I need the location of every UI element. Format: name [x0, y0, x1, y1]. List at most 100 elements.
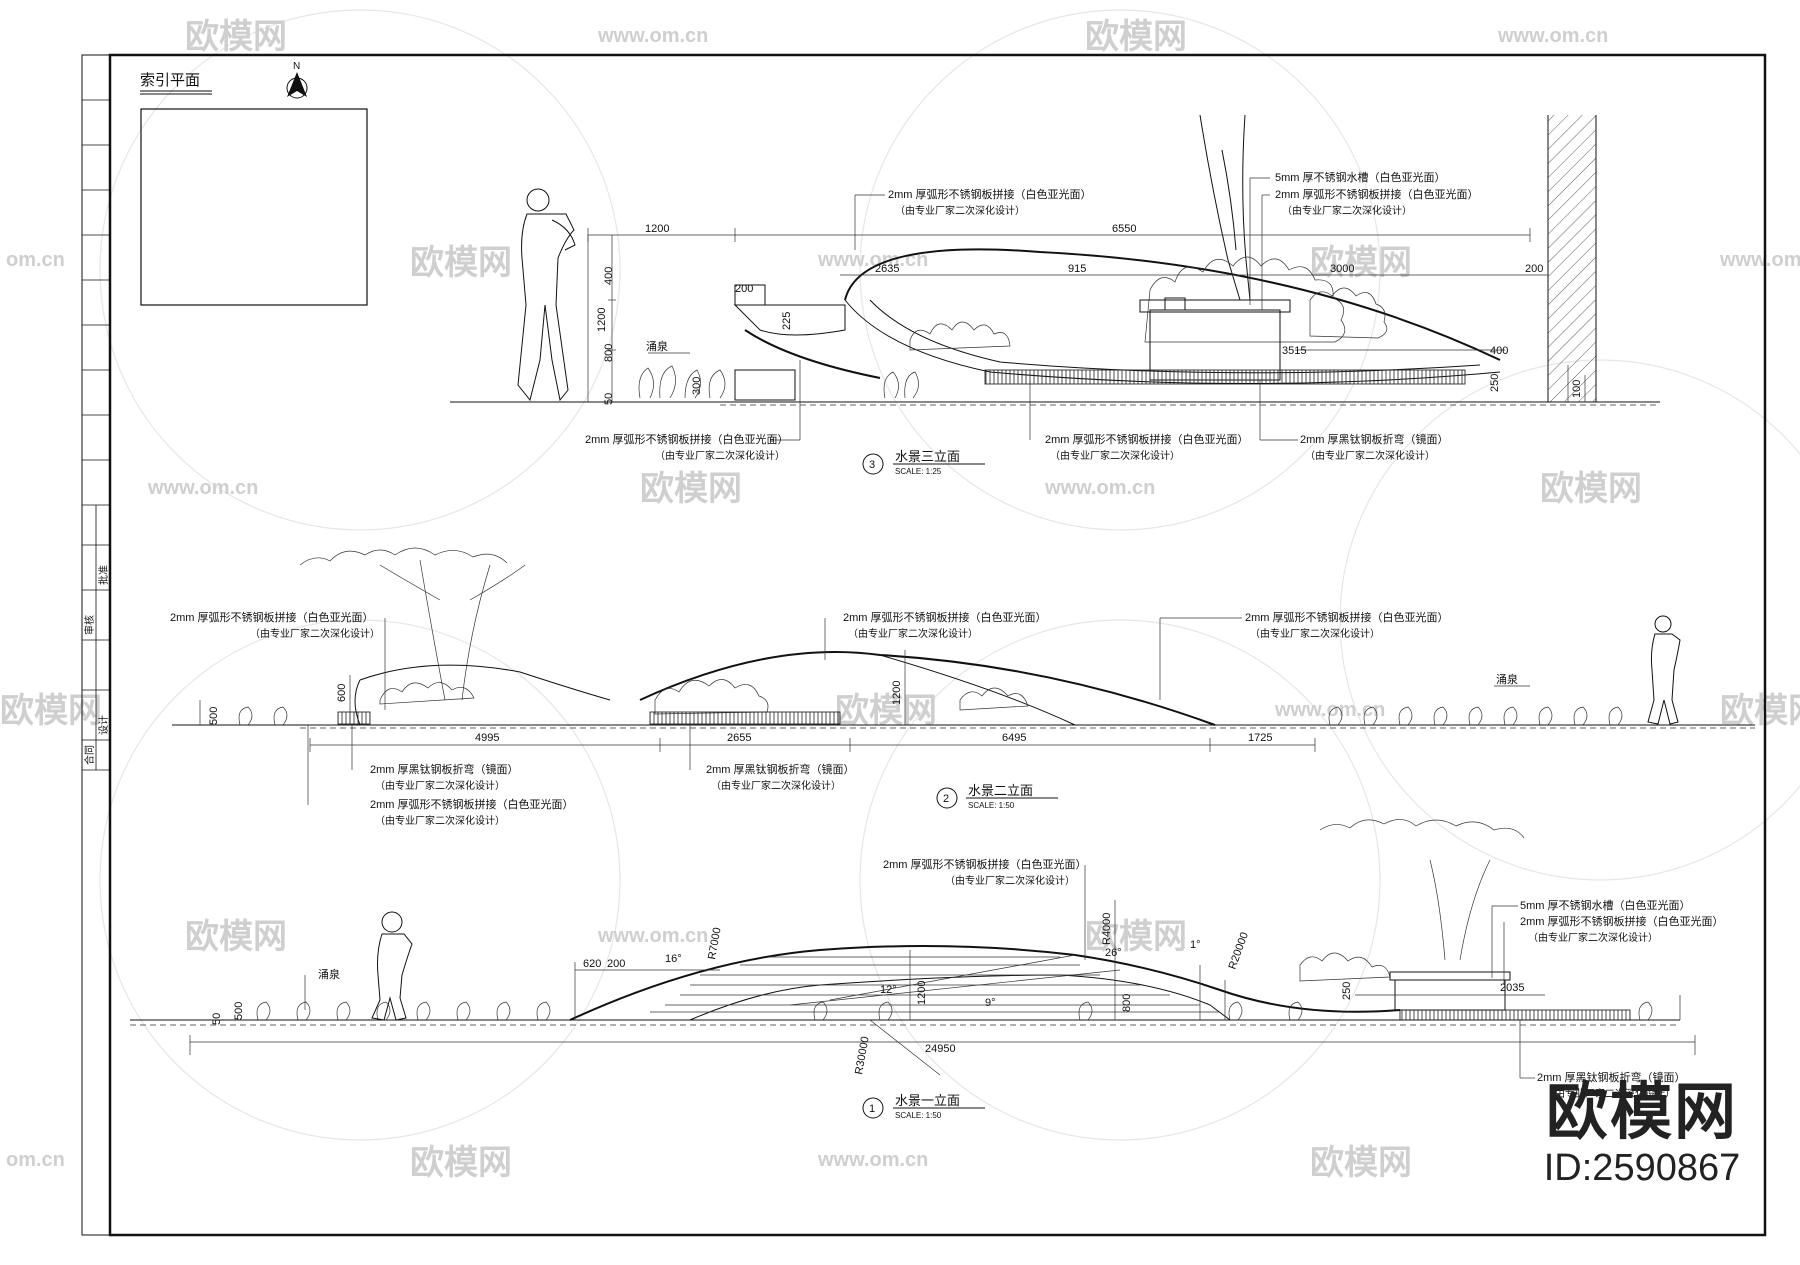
svg-text:200: 200: [1525, 263, 1543, 275]
svg-text:2mm 厚弧形不锈钢板拼接（白色亚光面）: 2mm 厚弧形不锈钢板拼接（白色亚光面）: [883, 857, 1087, 871]
svg-text:2mm 厚弧形不锈钢板拼接（白色亚光面）: 2mm 厚弧形不锈钢板拼接（白色亚光面）: [1245, 610, 1449, 624]
spring-plants: [238, 706, 1623, 726]
index-plan: 索引平面 N: [140, 61, 368, 306]
title-block-strip: [81, 54, 111, 1236]
watermark-brand: 欧模网: [1085, 918, 1187, 956]
svg-text:600: 600: [336, 684, 348, 702]
curved-mound: [569, 945, 1401, 1021]
svg-text:50: 50: [211, 1013, 223, 1025]
watermark-url: www.om.cn: [1497, 25, 1608, 47]
svg-text:3: 3: [869, 459, 875, 471]
fountain-hedge: [1399, 1009, 1631, 1021]
svg-text:100: 100: [1571, 380, 1583, 398]
elevation-1: 涌泉 24950 620 200 16° R7000 R400: [130, 819, 1724, 1120]
annotations: 2mm 厚弧形不锈钢板拼接（白色亚光面） （由专业厂家二次深化设计） 5mm 厚…: [883, 857, 1724, 1100]
svg-text:915: 915: [1068, 263, 1086, 275]
svg-text:2mm 厚弧形不锈钢板拼接（白色亚光面）: 2mm 厚弧形不锈钢板拼接（白色亚光面）: [1045, 432, 1249, 446]
curved-shell: [639, 651, 1216, 726]
svg-text:5mm 厚不锈钢水槽（白色亚光面）: 5mm 厚不锈钢水槽（白色亚光面）: [1520, 898, 1691, 912]
watermark-url: www.om.cn: [817, 1149, 928, 1171]
elevation-2-title: 2 水景二立面 SCALE: 1:50: [936, 783, 1058, 810]
watermark-brand: 欧模网: [1720, 692, 1800, 730]
titleblock-label: 审核: [83, 615, 96, 635]
svg-text:水景一立面: 水景一立面: [895, 1093, 960, 1108]
spring-plants: [256, 1001, 1653, 1021]
spring-label: 涌泉: [646, 339, 668, 353]
svg-text:1: 1: [869, 1103, 875, 1115]
watermark-brand: 欧模网: [1310, 244, 1412, 282]
watermark-brand: 欧模网: [1540, 470, 1642, 508]
svg-text:（由专业厂家二次深化设计）: （由专业厂家二次深化设计）: [250, 627, 380, 640]
dimension-text: 1200 6550 2635 915 3000 200 200 400 1200…: [596, 223, 1583, 405]
svg-text:1200: 1200: [916, 981, 928, 1005]
svg-text:3515: 3515: [1282, 345, 1306, 357]
dimension-lines: [199, 650, 1316, 752]
svg-text:（由专业厂家二次深化设计）: （由专业厂家二次深化设计）: [1282, 204, 1412, 217]
human-figure-icon: [371, 911, 413, 1021]
watermark-url: www.om.cn: [597, 925, 708, 947]
svg-text:水景三立面: 水景三立面: [895, 449, 960, 464]
dimension-lines: [189, 900, 1696, 1076]
svg-text:2: 2: [943, 793, 949, 805]
watermark-url: www.om.cn: [597, 25, 708, 47]
svg-text:400: 400: [1490, 345, 1508, 357]
svg-text:2mm 厚弧形不锈钢板拼接（白色亚光面）: 2mm 厚弧形不锈钢板拼接（白色亚光面）: [1520, 914, 1724, 928]
brand-id: ID:2590867: [1543, 1147, 1741, 1189]
svg-text:6495: 6495: [1002, 732, 1026, 744]
svg-text:（由专业厂家二次深化设计）: （由专业厂家二次深化设计）: [1250, 627, 1380, 640]
spring-label: 涌泉: [1496, 672, 1518, 686]
watermark-url: www.om.cn: [817, 249, 928, 271]
curved-shell-outer: [844, 248, 1501, 361]
index-plan-title: 索引平面: [140, 72, 200, 89]
svg-text:9°: 9°: [985, 997, 996, 1009]
watermark-brand: 欧模网: [410, 244, 512, 282]
svg-text:800: 800: [603, 344, 615, 362]
svg-text:（由专业厂家二次深化设计）: （由专业厂家二次深化设计）: [375, 779, 505, 792]
svg-text:2mm 厚黑钛钢板折弯（镜面）: 2mm 厚黑钛钢板折弯（镜面）: [706, 762, 855, 776]
spring-label: 涌泉: [318, 967, 340, 981]
watermark-url-short: om.cn: [6, 249, 65, 271]
svg-text:2mm 厚弧形不锈钢板拼接（白色亚光面）: 2mm 厚弧形不锈钢板拼接（白色亚光面）: [170, 610, 374, 624]
elevation-2: 涌泉 4995 2655 6495 1725 600 1200 500: [170, 547, 1755, 827]
fountain-hedge: [337, 711, 371, 725]
fountain-hedge: [649, 711, 841, 725]
svg-text:50: 50: [603, 393, 615, 405]
svg-text:200: 200: [735, 283, 753, 295]
svg-text:R7000: R7000: [706, 927, 723, 961]
annotations: 2mm 厚弧形不锈钢板拼接（白色亚光面） （由专业厂家二次深化设计） 2mm 厚…: [170, 610, 1449, 827]
svg-text:2mm 厚黑钛钢板折弯（镜面）: 2mm 厚黑钛钢板折弯（镜面）: [1300, 432, 1449, 446]
tree-icon: [1299, 819, 1525, 982]
svg-text:2635: 2635: [875, 263, 899, 275]
elevation-3: 1200 6550 2635 915 3000 200 200 400 1200…: [450, 114, 1660, 476]
watermark-brand: 欧模网: [185, 918, 287, 956]
north-arrow-icon: N: [286, 61, 308, 99]
watermark-brand: 欧模网: [185, 18, 287, 56]
svg-text:250: 250: [1341, 982, 1353, 1000]
svg-text:620: 620: [583, 958, 601, 970]
svg-text:2mm 厚弧形不锈钢板拼接（白色亚光面）: 2mm 厚弧形不锈钢板拼接（白色亚光面）: [585, 432, 789, 446]
svg-text:R4000: R4000: [1101, 913, 1113, 945]
watermark-brand: 欧模网: [1310, 1144, 1412, 1182]
svg-text:1200: 1200: [596, 308, 608, 332]
watermark-brand: 欧模网: [0, 692, 102, 730]
svg-text:6550: 6550: [1112, 223, 1136, 235]
svg-text:1°: 1°: [1190, 939, 1201, 951]
elevation-3-title: 3 水景三立面 SCALE: 1:25: [862, 449, 985, 476]
title-block-rows: [82, 99, 110, 771]
watermark-url: www.om.cn: [1274, 699, 1385, 721]
watermark-layer: 欧模网 欧模网 www.om.cn www.om.cn 欧模网 欧模网 www.…: [0, 9, 1800, 1182]
svg-text:1725: 1725: [1248, 732, 1272, 744]
svg-text:800: 800: [1121, 994, 1133, 1012]
svg-text:400: 400: [603, 267, 615, 285]
foliage: [909, 256, 1388, 351]
svg-text:500: 500: [233, 1002, 245, 1020]
dimension-text: 4995 2655 6495 1725 600 1200 500: [208, 681, 1272, 744]
svg-text:2mm 厚弧形不锈钢板拼接（白色亚光面）: 2mm 厚弧形不锈钢板拼接（白色亚光面）: [1275, 187, 1479, 201]
titleblock-label: 合同: [83, 745, 96, 765]
spring-plants: [638, 365, 919, 399]
title-block-text: 合同 设计 审核 批准: [83, 565, 110, 765]
svg-text:（由专业厂家二次深化设计）: （由专业厂家二次深化设计）: [711, 779, 841, 792]
elevation-1-title: 1 水景一立面 SCALE: 1:50: [862, 1093, 985, 1120]
watermark-url-short: om.cn: [6, 1149, 65, 1171]
